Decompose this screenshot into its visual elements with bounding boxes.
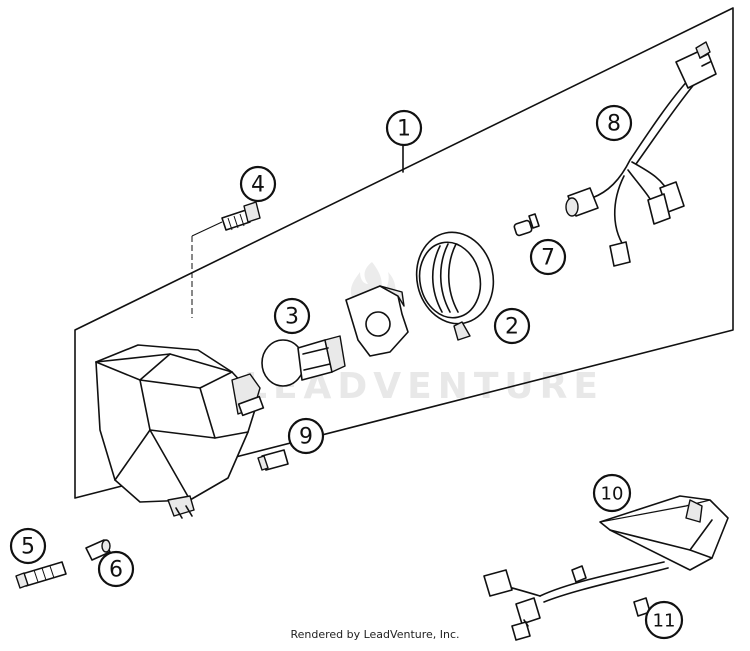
callout-9-label: 9 [299, 425, 313, 450]
side-light-part-10 [599, 495, 729, 571]
callout-7-label: 7 [541, 246, 555, 271]
leader-line-4b [191, 221, 223, 237]
callout-3-label: 3 [285, 305, 299, 330]
headlight-housing [95, 344, 265, 519]
connector-part-9 [257, 449, 289, 471]
callout-2-label: 2 [505, 315, 519, 340]
callout-4-label: 4 [251, 173, 265, 198]
screw-part-11 [571, 565, 651, 617]
spacer-part-6 [85, 539, 111, 561]
callout-3: 3 [273, 297, 311, 335]
callout-1-label: 1 [397, 117, 411, 142]
callout-11-label: 11 [653, 611, 676, 632]
callout-11: 11 [644, 600, 684, 640]
small-bulb-part-7 [513, 213, 540, 237]
bulb-part-3 [261, 335, 346, 387]
screw-part-5 [15, 561, 67, 589]
callout-8-label: 8 [607, 112, 621, 137]
callout-5-label: 5 [21, 535, 35, 560]
assembly-box-outline [74, 7, 734, 499]
callout-8: 8 [595, 104, 633, 142]
rubber-boot-part-2 [415, 231, 495, 341]
callout-1: 1 [385, 109, 423, 147]
callout-10: 10 [592, 473, 632, 513]
callout-7: 7 [529, 238, 567, 276]
callout-2: 2 [493, 307, 531, 345]
footer-credit: Rendered by LeadVenture, Inc. [290, 628, 460, 641]
wiring-harness-part-8 [565, 41, 717, 267]
bulb-holder [345, 285, 409, 357]
callout-10-label: 10 [601, 484, 624, 505]
callout-6-label: 6 [109, 558, 123, 583]
screw-part-4 [221, 201, 261, 231]
callout-6: 6 [97, 550, 135, 588]
side-light-wiring [483, 561, 669, 641]
callout-5: 5 [9, 527, 47, 565]
callout-4: 4 [239, 165, 277, 203]
callout-9: 9 [287, 417, 325, 455]
